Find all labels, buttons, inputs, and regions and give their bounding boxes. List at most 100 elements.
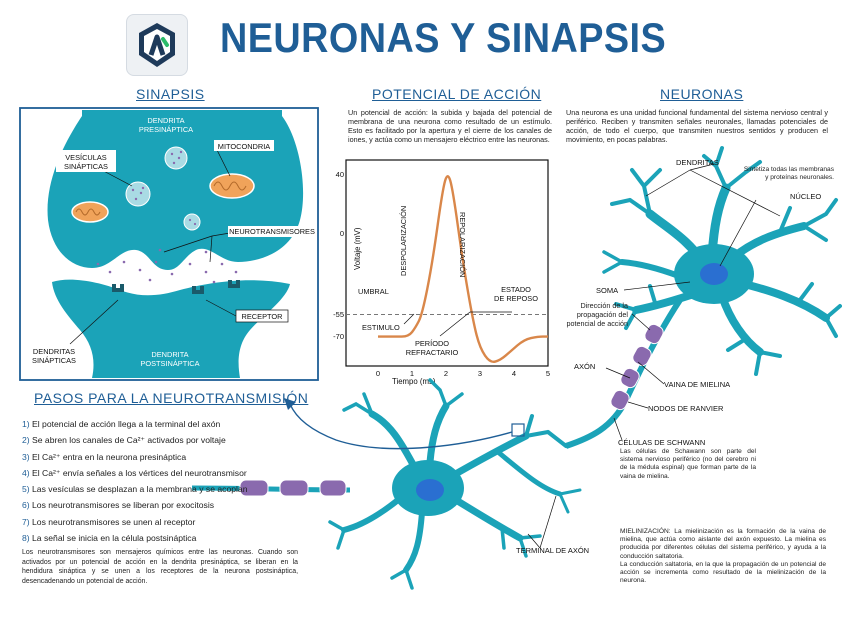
step-number: 5) xyxy=(22,484,33,495)
step-text: El Ca²⁺ entra en la neurona presináptica xyxy=(32,451,187,462)
steps-list: 1) El potencial de acción llega a la ter… xyxy=(22,416,247,546)
neuron-bottom xyxy=(191,378,582,590)
pasos-note: Los neurotransmisores son mensajeros quí… xyxy=(22,549,298,585)
potencial-description: Un potencial de acción: la subida y baja… xyxy=(348,108,552,144)
chart-frame xyxy=(345,159,549,367)
step-item: 6) Los neurotransmisores se liberan por … xyxy=(22,497,247,513)
page-title: NEURONAS Y SINAPSIS xyxy=(220,14,667,61)
step-number: 7) xyxy=(22,516,33,527)
neuronas-title: NEURONAS xyxy=(660,86,744,102)
logo xyxy=(126,14,188,76)
label-mitocondria: MITOCONDRIA xyxy=(218,142,270,151)
label-soma: SOMA xyxy=(596,286,619,295)
label-dendritas-note: Sintetiza todas las membranas y proteína… xyxy=(743,166,834,182)
x-tick-label: 0 xyxy=(376,369,380,378)
neurotransmitter-dots xyxy=(96,248,238,284)
myelin-sheath xyxy=(610,323,664,411)
step-text: El Ca²⁺ envía señales a los vértices del… xyxy=(32,467,247,478)
label-neurotransmisores: NEUROTRANSMISORES xyxy=(229,227,315,236)
label-dendritas: DENDRITAS xyxy=(676,158,719,167)
label-direccion: Dirección de la propagación del potencia… xyxy=(566,301,628,328)
annot-estimulo: ESTIMULO xyxy=(362,323,400,332)
neuronas-description: Una neurona es una unidad funcional fund… xyxy=(566,108,828,144)
label-bg xyxy=(228,226,316,237)
step-text: El potencial de acción llega a la termin… xyxy=(32,419,221,429)
x-tick-label: 1 xyxy=(410,369,414,378)
chart-xticks-group: 0 1 2 3 4 5 xyxy=(376,369,550,378)
y-tick-label: 0 xyxy=(340,229,344,238)
series-line xyxy=(378,174,548,364)
label-terminal-axon: TERMINAL DE AXÓN xyxy=(516,546,590,555)
step-text: Los neurotransmisores se unen al recepto… xyxy=(32,516,196,527)
label-axon: AXÓN xyxy=(574,362,596,371)
potencial-title: POTENCIAL DE ACCIÓN xyxy=(372,86,542,102)
step-number: 3) xyxy=(22,451,33,462)
label-vaina-mielina: VAINA DE MIELINA xyxy=(664,380,731,389)
arrow-head-icon xyxy=(284,398,296,410)
zoom-arrow xyxy=(289,403,513,450)
label-schwann-note: Las células de Schawann son parte del si… xyxy=(620,448,756,480)
synaptic-vesicles xyxy=(125,146,201,231)
mitochondria xyxy=(71,173,255,223)
chart-series-group xyxy=(378,174,548,364)
chart-xlabel: Tiempo (ms) xyxy=(392,377,436,386)
annot-repolarizacion: REPOLARIZACIÓN xyxy=(458,212,467,277)
label-bg xyxy=(56,150,116,172)
y-tick-label: 40 xyxy=(336,170,344,179)
step-text: Se abren los canales de Ca²⁺ activados p… xyxy=(32,435,226,446)
step-item: 7) Los neurotransmisores se unen al rece… xyxy=(22,514,247,530)
neuron-right xyxy=(602,146,842,376)
axon xyxy=(565,298,683,449)
step-item: 1) El potencial de acción llega a la ter… xyxy=(22,416,247,432)
y-tick-label: -70 xyxy=(333,332,344,341)
step-text: Las vesículas se desplazan a la membrana… xyxy=(32,484,248,495)
label-bg xyxy=(214,140,274,151)
label-nucleo: NÚCLEO xyxy=(790,192,822,201)
hexagon-neuron-logo-icon xyxy=(139,23,175,67)
x-tick-label: 4 xyxy=(512,369,516,378)
nucleus-right xyxy=(700,263,728,285)
sinapsis-title: SINAPSIS xyxy=(136,86,205,102)
step-item: 3) El Ca²⁺ entra en la neurona presinápt… xyxy=(22,449,247,465)
pasos-title: PASOS PARA LA NEUROTRANSMISIÓN xyxy=(34,390,309,406)
neuron-leader-lines xyxy=(527,163,781,549)
mielinizacion-text: MIELINIZACIÓN: La mielinización es la fo… xyxy=(620,528,826,585)
annot-despolarizacion: DESPOLARIZACIÓN xyxy=(399,206,408,276)
step-number: 4) xyxy=(22,467,33,478)
y-tick-label: -55 xyxy=(333,310,344,319)
label-nodos-ranvier: NODOS DE RANVIER xyxy=(648,404,724,413)
chart-ylabel: Voltaje (mV) xyxy=(353,227,362,270)
step-item: 2) Se abren los canales de Ca²⁺ activado… xyxy=(22,432,247,448)
presynaptic-terminal xyxy=(47,110,304,270)
step-number: 6) xyxy=(22,500,33,511)
receptors xyxy=(112,280,240,294)
label-bg xyxy=(235,309,289,323)
step-item: 4) El Ca²⁺ envía señales a los vértices … xyxy=(22,465,247,481)
step-number: 1) xyxy=(22,419,33,429)
step-text: La señal se inicia en la célula postsiná… xyxy=(32,533,197,544)
zoom-marker xyxy=(511,423,525,437)
x-tick-label: 2 xyxy=(444,369,448,378)
step-number: 2) xyxy=(22,435,33,446)
step-text: Los neurotransmisores se liberan por exo… xyxy=(32,500,215,511)
step-number: 8) xyxy=(22,533,33,544)
x-tick-label: 5 xyxy=(546,369,550,378)
label-schwann: CÉLULAS DE SCHWANN xyxy=(618,438,706,447)
action-potential-chart: 0 1 2 3 4 5 40 0 -55 -70 Tiempo (ms) Voltaje (mV… xyxy=(333,159,550,386)
myelin-bottom xyxy=(239,479,347,497)
postsynaptic-dendrite xyxy=(52,279,290,378)
x-tick-label: 3 xyxy=(478,369,482,378)
nucleus-bottom xyxy=(416,479,444,501)
label-receptor: RECEPTOR xyxy=(242,312,283,321)
step-item: 8) La señal se inicia en la célula posts… xyxy=(22,530,247,546)
annot-umbral: UMBRAL xyxy=(358,287,389,296)
chart-yticks-group: 40 0 -55 -70 xyxy=(333,170,344,341)
step-item: 5) Las vesículas se desplazan a la membr… xyxy=(22,481,247,497)
